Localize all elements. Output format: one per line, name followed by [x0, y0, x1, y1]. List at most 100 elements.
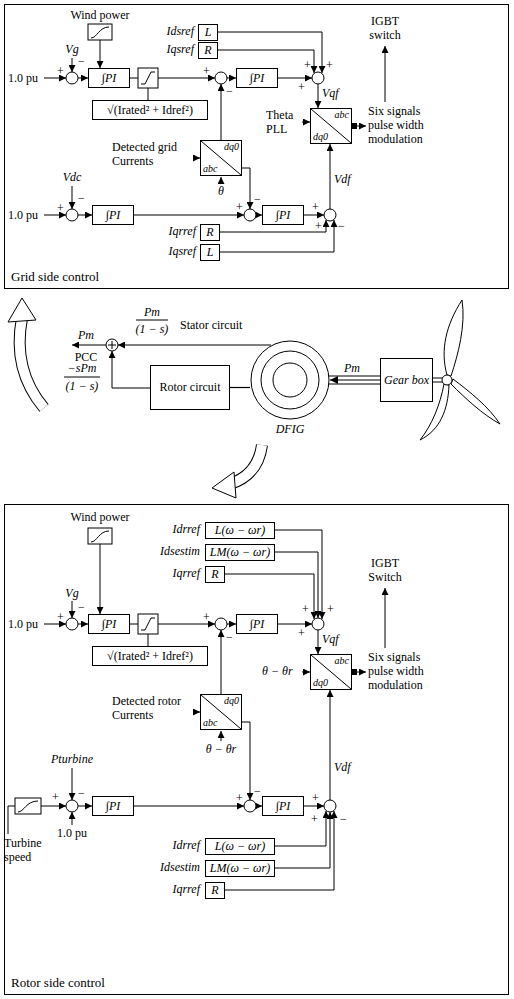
label-text: Six signals pulse width modulation — [368, 650, 424, 692]
label-text: Iqsref — [166, 42, 194, 56]
signal-label: Pm — [144, 305, 160, 319]
label-text: −sPm — [68, 361, 97, 375]
block: L — [200, 244, 220, 261]
block-text: ∫PI — [102, 71, 117, 86]
signal-wire — [8, 806, 15, 834]
fraction-bar — [136, 320, 168, 321]
signal-wire — [78, 215, 92, 216]
block: R — [198, 42, 218, 59]
label-text: Idrref — [172, 838, 200, 852]
power-flow-arrow — [212, 472, 236, 498]
power-flow-arrow — [20, 318, 44, 408]
sign-mark: + — [302, 602, 309, 616]
label-text: + — [203, 610, 210, 624]
modulator-port — [352, 669, 357, 675]
block-text: DFIG — [276, 422, 305, 437]
block-text: ∫PI — [250, 617, 265, 632]
sign-mark: − — [338, 219, 345, 233]
label-text: Vdc — [63, 170, 82, 184]
sign-mark: + — [312, 200, 319, 214]
block: ∫PI — [236, 68, 278, 88]
lookup-table — [88, 24, 112, 40]
signal-label: Vqf — [322, 632, 339, 646]
block-text: Rotor circuit — [160, 380, 221, 395]
signal-wire — [221, 630, 222, 694]
signal-label: θ — [218, 184, 224, 198]
signal-wire — [72, 601, 73, 618]
block: L(ω − ωr) — [205, 522, 275, 539]
signal-label: Idsestim — [160, 860, 200, 874]
label-text: Iqrref — [168, 224, 196, 238]
label-text: Iqsref — [168, 244, 196, 258]
label-text: Theta PLL — [266, 108, 293, 136]
signal-wire — [72, 345, 106, 346]
signal-wire — [278, 624, 312, 625]
signal-label: Idsref — [166, 24, 194, 38]
block-text: LM(ω − ωr) — [210, 545, 270, 560]
label-text: + — [312, 791, 319, 805]
signal-label: Detected rotor Currents — [112, 694, 192, 722]
label-text: Vdf — [334, 760, 351, 774]
block: ∫PI — [262, 796, 304, 816]
label-text: Vdf — [334, 172, 351, 186]
sign-mark: + — [52, 790, 59, 804]
label-text: Vqf — [322, 86, 339, 100]
label-text: Wind power — [70, 8, 129, 22]
block-text: Grid side control — [11, 269, 99, 285]
lookup-table — [15, 798, 41, 814]
label-text: + — [203, 64, 210, 78]
label-text: Idsestim — [160, 860, 200, 874]
block-text: abc — [203, 717, 217, 729]
sign-mark: − — [78, 786, 85, 800]
block-text: abc — [335, 109, 349, 121]
block-text: ∫PI — [106, 799, 121, 814]
signal-wire — [385, 46, 386, 102]
rotor-ring — [261, 351, 319, 409]
sign-mark: + — [236, 200, 243, 214]
signal-label: Turbine speed — [4, 836, 54, 864]
signal-wire — [78, 624, 88, 625]
lookup-table — [15, 24, 112, 814]
signal-wire — [72, 186, 73, 209]
block-text: L — [207, 245, 214, 260]
label-text: + — [52, 790, 59, 804]
signal-label: Vdf — [334, 760, 351, 774]
signal-wire — [318, 630, 319, 654]
block: ∫PI — [92, 205, 134, 225]
sign-mark: + — [327, 602, 334, 616]
signal-label: θ − θr — [206, 742, 237, 756]
label-text: Idrref — [172, 522, 200, 536]
label-text: − — [78, 191, 85, 205]
sign-mark: − — [226, 84, 233, 98]
block: R — [205, 566, 225, 583]
label-text: + — [236, 200, 243, 214]
signal-label: Iqrref — [172, 566, 200, 580]
signal-wire — [130, 624, 138, 625]
label-text: Wind power — [70, 510, 129, 524]
signal-label: Stator circuit — [180, 318, 242, 332]
summing-junction — [108, 341, 116, 349]
signal-wire — [302, 672, 310, 673]
summing-junction — [324, 800, 336, 812]
signal-wire — [8, 32, 385, 890]
lookup-table — [91, 531, 109, 542]
label-text: IGBT switch — [369, 14, 400, 42]
label-text: − — [338, 219, 345, 233]
signal-wire — [242, 168, 250, 209]
sign-mark: + — [311, 812, 318, 826]
sign-mark: + — [203, 610, 210, 624]
signal-label: Theta PLL — [266, 108, 302, 136]
sign-mark: + — [236, 791, 243, 805]
signal-wire — [72, 58, 73, 72]
block: L — [198, 24, 218, 41]
signal-wire — [78, 806, 92, 807]
block-text: ∫PI — [276, 208, 291, 223]
label-text: Pm — [144, 305, 160, 319]
shaft-connector — [330, 379, 380, 380]
block: R — [200, 224, 220, 241]
signal-wire — [385, 588, 386, 648]
label-text: + — [298, 80, 305, 94]
transform-diagonal — [311, 109, 351, 143]
sign-mark: − — [340, 812, 347, 826]
